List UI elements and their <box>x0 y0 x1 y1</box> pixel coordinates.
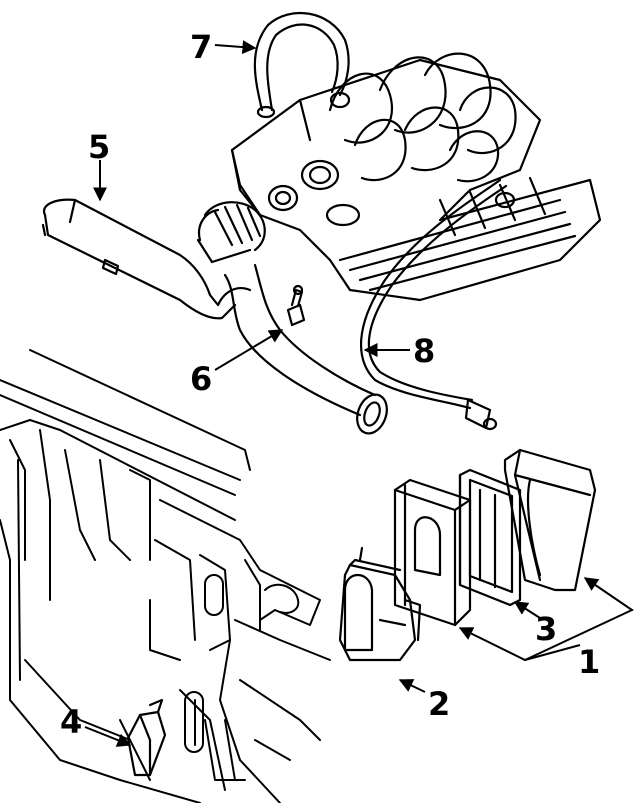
bracket-part-4-drawing <box>126 698 167 777</box>
callout-labels: 1 2 3 4 5 6 7 8 <box>60 28 600 741</box>
leader-line-1a <box>458 627 581 662</box>
callout-3: 3 <box>535 610 557 648</box>
leader-line-2 <box>398 679 426 693</box>
callout-5: 5 <box>88 128 110 166</box>
callout-6: 6 <box>190 360 212 398</box>
callout-1: 1 <box>578 643 600 681</box>
leader-line-6 <box>214 329 284 371</box>
air-cleaner-housing-drawing <box>393 478 472 627</box>
leader-line-3 <box>513 601 541 619</box>
callout-8: 8 <box>413 332 435 370</box>
callout-4: 4 <box>60 703 82 741</box>
air-cleaner-cover-drawing <box>503 448 597 592</box>
leader-line-4 <box>84 726 132 747</box>
corrugated-hose-drawing <box>196 201 266 264</box>
air-filter-element-drawing <box>458 468 522 607</box>
radiator-support-drawing <box>0 349 331 803</box>
callout-7: 7 <box>190 28 212 66</box>
callout-2: 2 <box>428 685 450 723</box>
breather-hose-drawing <box>253 11 350 119</box>
leader-lines <box>84 40 635 747</box>
vacuum-line-drawing <box>359 178 508 431</box>
intake-manifold-drawing <box>230 52 602 302</box>
housing-lower-drawing <box>338 546 422 662</box>
leader-line-1b <box>524 577 635 661</box>
leader-line-7 <box>214 40 257 55</box>
